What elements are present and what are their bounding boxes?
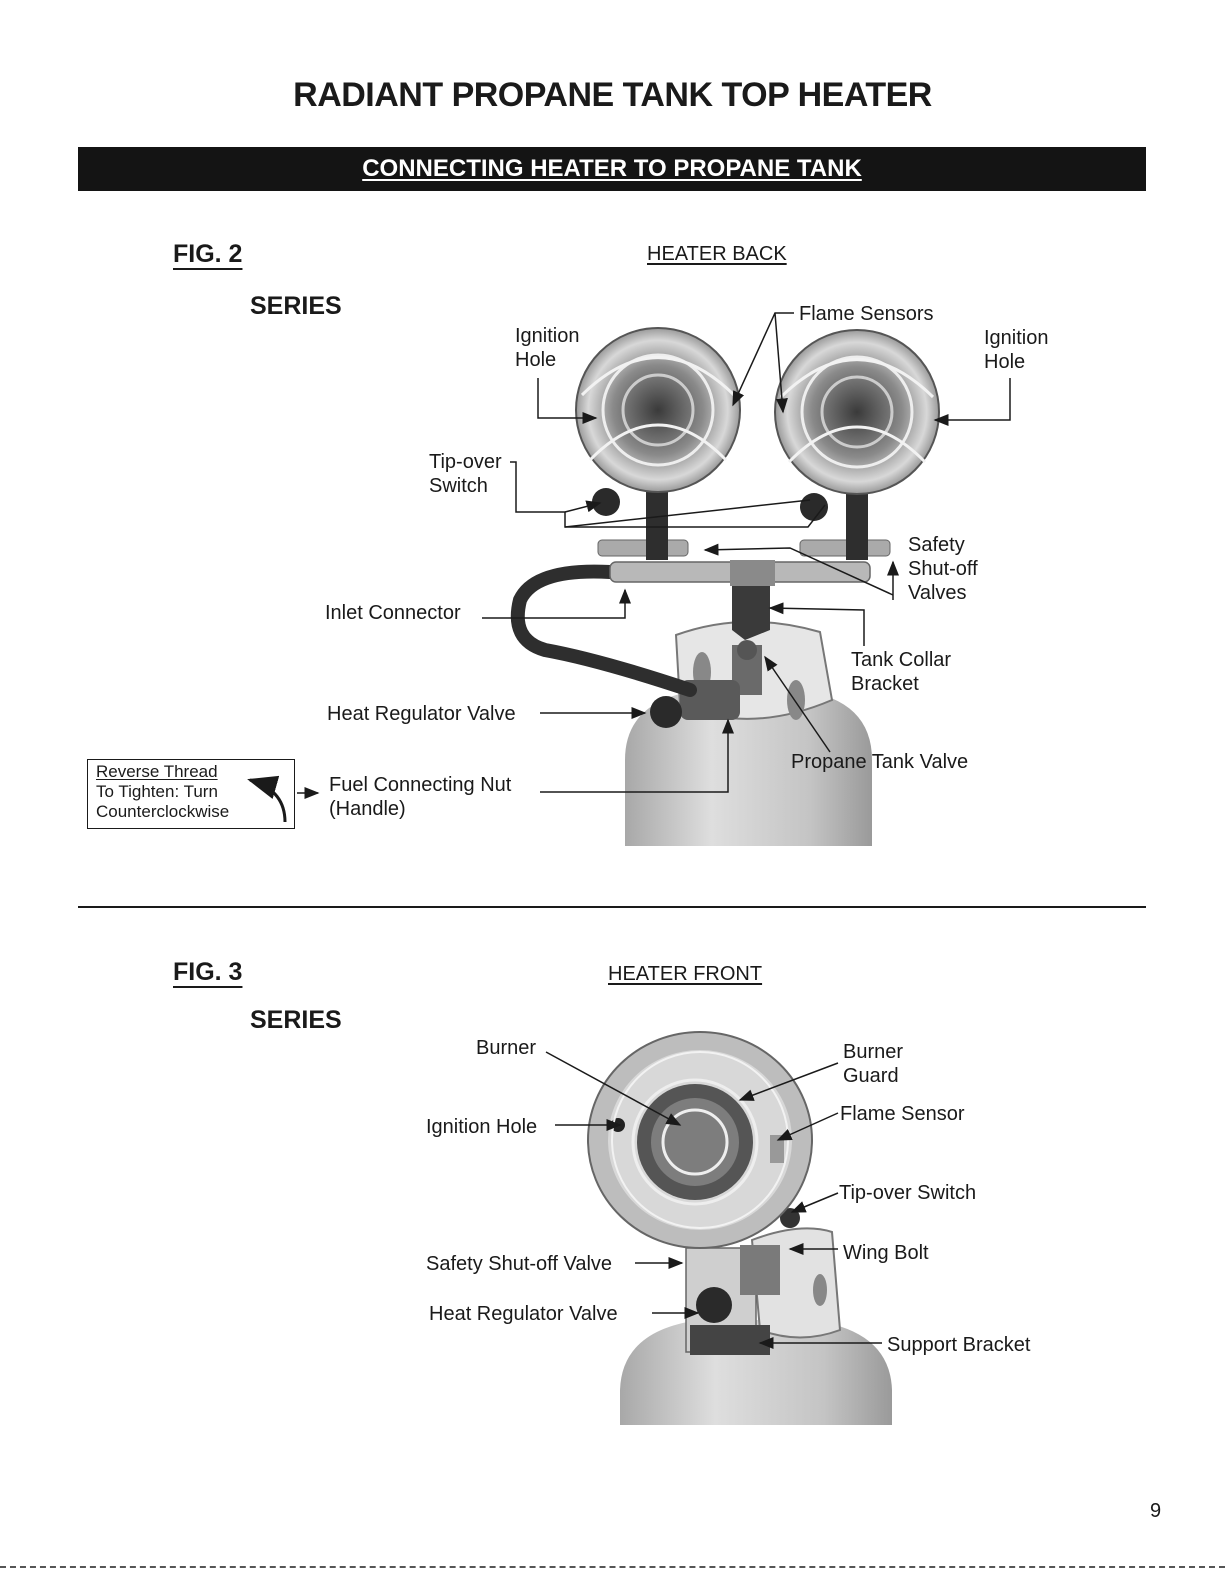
fig3-label-heat-regulator-valve: Heat Regulator Valve — [429, 1303, 618, 1325]
fig2-view-label: HEATER BACK — [647, 243, 787, 265]
fig3-leader-lines — [545, 1051, 882, 1349]
fig2-label-tip-over-switch: Tip-over Switch — [429, 451, 502, 497]
section-title: CONNECTING HEATER TO PROPANE TANK — [362, 155, 862, 182]
fig2-photo — [510, 327, 940, 846]
fig3-photo — [587, 1031, 892, 1425]
section-banner: CONNECTING HEATER TO PROPANE TANK — [78, 147, 1146, 191]
fig3-label-burner-guard: Burner Guard — [843, 1041, 904, 1087]
fig3-series: SERIES — [250, 1006, 342, 1034]
fig2-label-tank-collar-bracket: Tank Collar Bracket — [851, 649, 952, 695]
fig3-label-ignition-hole: Ignition Hole — [426, 1116, 538, 1138]
section-divider — [78, 906, 1146, 908]
page-bottom-rule — [0, 1566, 1225, 1568]
fig2-label: FIG. 2 — [173, 240, 243, 268]
fig3-label-wing-bolt: Wing Bolt — [843, 1242, 929, 1264]
fig3-label-burner: Burner — [476, 1037, 537, 1059]
note-line-2: Counterclockwise — [96, 802, 230, 821]
note-heading: Reverse Thread — [96, 762, 218, 781]
page-title: RADIANT PROPANE TANK TOP HEATER — [293, 76, 932, 114]
note-line-1: To Tighten: Turn — [96, 782, 218, 801]
fig3-label-tip-over-switch: Tip-over Switch — [839, 1182, 977, 1204]
fig2-series: SERIES — [250, 292, 342, 320]
fig3-label-flame-sensor: Flame Sensor — [840, 1103, 965, 1125]
fig2-label-inlet-connector: Inlet Connector — [325, 602, 461, 624]
fig2-label-heat-regulator-valve: Heat Regulator Valve — [327, 703, 516, 725]
reverse-thread-note: Reverse Thread To Tighten: Turn Counterc… — [87, 759, 295, 829]
fig2-label-ignition-hole-right: Ignition Hole — [984, 327, 1049, 373]
fig2-label-fuel-connecting-nut: Fuel Connecting Nut (Handle) — [329, 774, 512, 820]
fig2-label-ignition-hole-left: Ignition Hole — [515, 325, 580, 371]
fig3-label: FIG. 3 — [173, 958, 243, 986]
fig2-label-propane-tank-valve: Propane Tank Valve — [791, 751, 969, 773]
fig3-label-support-bracket: Support Bracket — [887, 1334, 1031, 1356]
page-number: 9 — [1150, 1500, 1162, 1522]
fig3-view-label: HEATER FRONT — [608, 963, 763, 985]
fig3-label-safety-shutoff-valve: Safety Shut-off Valve — [426, 1253, 613, 1275]
fig2-label-flame-sensors: Flame Sensors — [799, 303, 934, 325]
fig2-leader-lines — [247, 312, 1011, 823]
fig2-label-safety-shutoff-valves: Safety Shut-off Valves — [908, 534, 978, 604]
